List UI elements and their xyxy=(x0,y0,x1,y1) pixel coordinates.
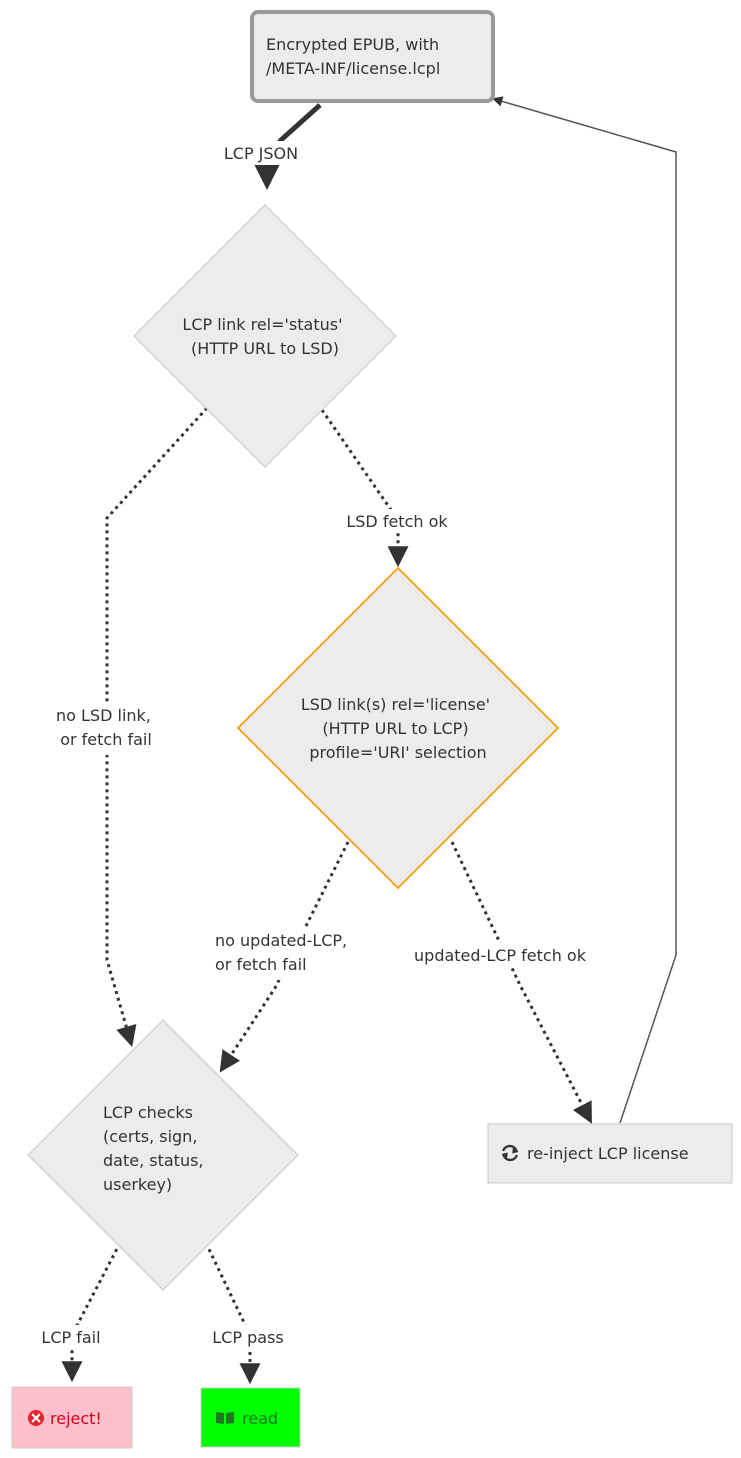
node-lsd-link-license-label: LSD link(s) rel='license' (HTTP URL to L… xyxy=(301,695,495,762)
nodes: Encrypted EPUB, with /META-INF/license.l… xyxy=(11,10,733,1449)
edge-label-lsd-fetch-ok-text: LSD fetch ok xyxy=(346,512,448,531)
edge-lsd-fetch-ok xyxy=(320,409,409,568)
edge-no-updated xyxy=(219,841,350,1073)
edge-label-updated-ok-text: updated-LCP fetch ok xyxy=(414,946,587,965)
node-reject-label: reject! xyxy=(50,1409,102,1428)
edge-updated-ok xyxy=(450,841,592,1124)
node-reinject-lcp-license-label: re-inject LCP license xyxy=(527,1144,689,1163)
edge-reinject-loop xyxy=(491,96,677,1124)
node-lcp-checks-label: LCP checks (certs, sign, date, status, u… xyxy=(103,1103,209,1194)
refresh-icon xyxy=(501,1144,519,1162)
edge-lcp-fail xyxy=(61,1242,122,1383)
edge-label-no-updated: no updated-LCP, or fetch fail xyxy=(210,928,370,980)
times-circle-icon xyxy=(28,1410,44,1426)
node-reject: reject! xyxy=(11,1386,133,1449)
edge-label-lcp-pass: LCP pass xyxy=(203,1325,295,1349)
node-lsd-link-license-shape xyxy=(236,566,560,890)
node-read-label: read xyxy=(242,1409,278,1428)
edge-label-lcp-fail: LCP fail xyxy=(30,1325,114,1349)
edge-label-lcp-json-text: LCP JSON xyxy=(224,144,298,163)
edge-label-lcp-pass-text: LCP pass xyxy=(212,1328,283,1347)
edge-label-no-lsd-text: no LSD link, or fetch fail xyxy=(56,706,156,749)
node-lsd-link-license: LSD link(s) rel='license' (HTTP URL to L… xyxy=(236,566,560,890)
edge-label-no-updated-text: no updated-LCP, or fetch fail xyxy=(215,931,352,974)
node-reinject-lcp-license: re-inject LCP license xyxy=(487,1123,733,1184)
edge-labels: LCP JSON LSD fetch ok no LSD link, or fe… xyxy=(30,141,603,1349)
edge-label-no-lsd: no LSD link, or fetch fail xyxy=(47,703,165,755)
node-read: read xyxy=(200,1387,301,1448)
node-encrypted-epub-box xyxy=(250,10,495,103)
node-lcp-link-status: LCP link rel='status' (HTTP URL to LSD) xyxy=(133,204,397,468)
node-lcp-link-status-label: LCP link rel='status' (HTTP URL to LSD) xyxy=(182,315,347,358)
node-reinject-lcp-license-box xyxy=(487,1123,733,1184)
node-lcp-checks: LCP checks (certs, sign, date, status, u… xyxy=(27,1019,299,1291)
edge-label-lsd-fetch-ok: LSD fetch ok xyxy=(334,509,460,533)
edge-lcp-pass xyxy=(204,1242,261,1385)
edge-label-lcp-json: LCP JSON xyxy=(213,141,309,165)
edge-label-updated-ok: updated-LCP fetch ok xyxy=(397,943,603,967)
node-lcp-link-status-shape xyxy=(133,204,397,468)
node-reject-box xyxy=(11,1386,133,1449)
node-encrypted-epub-label: Encrypted EPUB, with /META-INF/license.l… xyxy=(266,35,444,78)
node-lcp-checks-shape xyxy=(27,1019,299,1291)
node-encrypted-epub: Encrypted EPUB, with /META-INF/license.l… xyxy=(250,10,495,103)
book-icon xyxy=(216,1412,234,1424)
edge-label-lcp-fail-text: LCP fail xyxy=(41,1328,100,1347)
